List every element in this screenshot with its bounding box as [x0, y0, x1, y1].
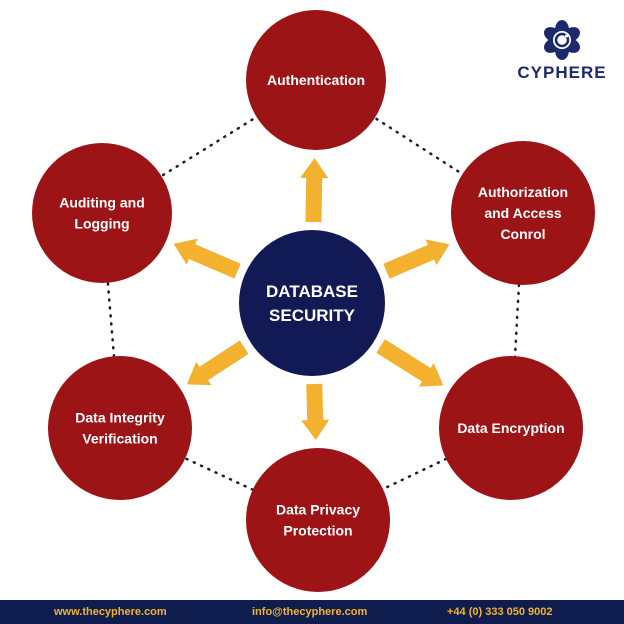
node-label: and Access: [484, 205, 562, 221]
arrow: [376, 339, 444, 387]
footer-bar: www.thecyphere.com info@thecyphere.com +…: [0, 600, 624, 624]
node-label: Authorization: [478, 184, 568, 200]
node-authentication: Authentication: [246, 10, 386, 150]
node-circle: [246, 10, 386, 150]
center-circle: [239, 230, 385, 376]
cyphere-logo-icon: [543, 20, 581, 60]
arrow: [173, 238, 241, 279]
brand-name: CYPHERE: [517, 63, 606, 82]
footer-email[interactable]: info@thecyphere.com: [252, 606, 368, 618]
node-label: Protection: [283, 523, 352, 539]
node-label: Auditing and: [59, 195, 145, 211]
node-label: Conrol: [500, 226, 545, 242]
center-label: SECURITY: [269, 306, 356, 325]
node-label: Authentication: [267, 72, 365, 88]
node-circle: [48, 356, 192, 500]
node-label: Verification: [82, 431, 157, 447]
node-encryption: Data Encryption: [439, 356, 583, 500]
node-label: Data Privacy: [276, 502, 360, 518]
footer-phone: +44 (0) 333 050 9002: [447, 606, 553, 618]
footer-website[interactable]: www.thecyphere.com: [54, 606, 167, 618]
arrows: [173, 157, 450, 441]
node-label: Data Integrity: [75, 410, 165, 426]
node-label: Data Encryption: [457, 420, 564, 436]
center-node: DATABASE SECURITY: [239, 230, 385, 376]
node-circle: [439, 356, 583, 500]
arrow: [187, 340, 249, 386]
arrow: [301, 383, 330, 441]
node-label: Logging: [74, 216, 129, 232]
arrow: [300, 157, 329, 223]
center-label: DATABASE: [266, 282, 358, 301]
node-circle: [32, 143, 172, 283]
arrow: [383, 239, 450, 279]
node-circle: [246, 448, 390, 592]
brand-logo: CYPHERE: [517, 20, 606, 82]
node-circle: [451, 141, 595, 285]
